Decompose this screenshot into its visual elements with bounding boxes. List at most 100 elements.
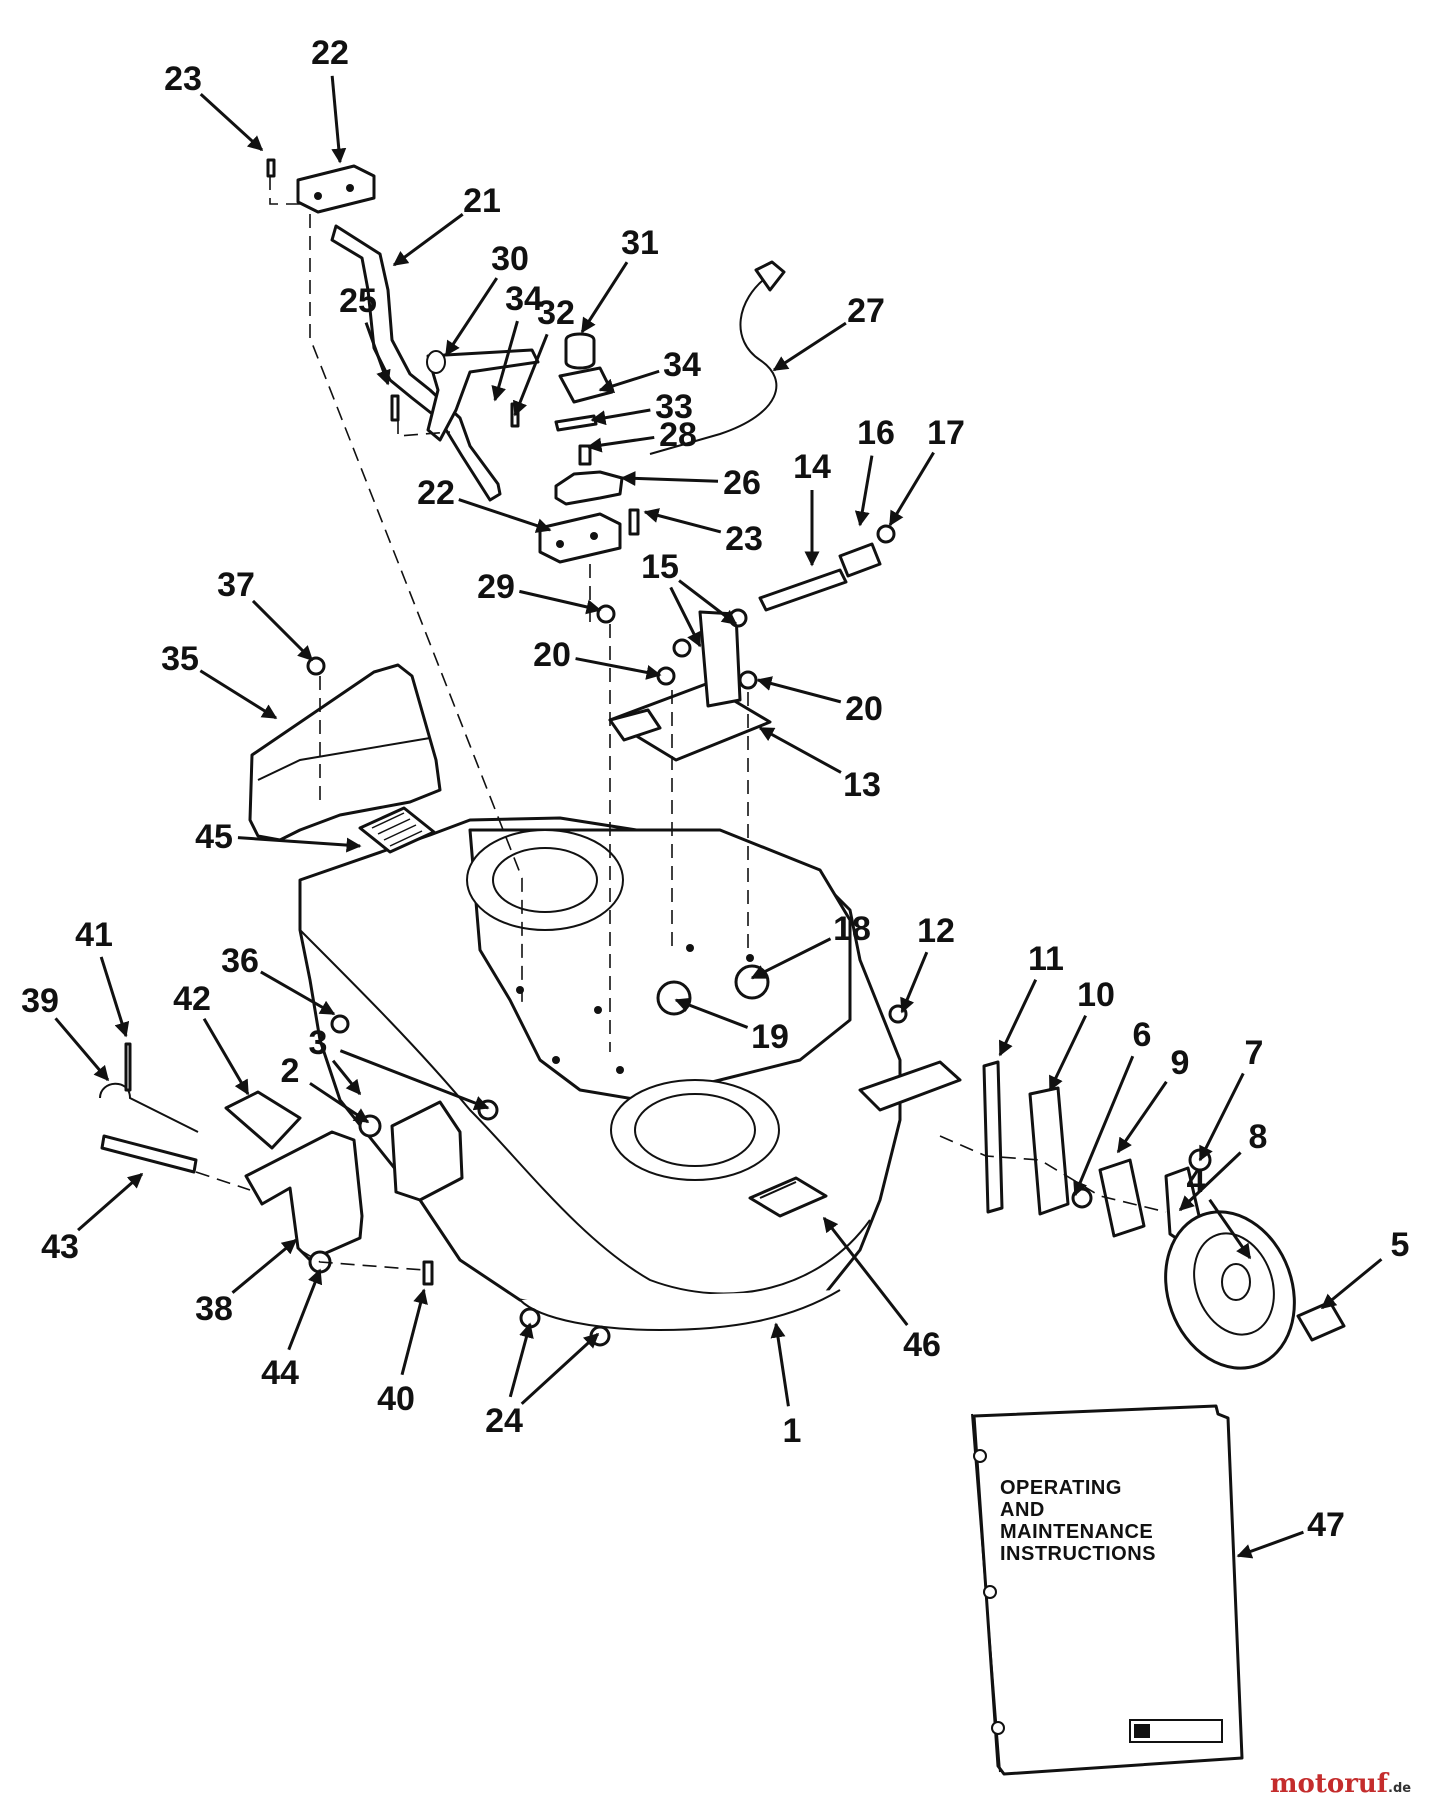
leader-arrow-43 xyxy=(77,1172,144,1232)
callout-33: 33 xyxy=(655,388,693,426)
callout-19: 19 xyxy=(751,1018,789,1056)
callout-8: 8 xyxy=(1249,1118,1268,1156)
leader-arrow-15-2 xyxy=(678,579,738,626)
wheel-bracket-9 xyxy=(1098,1158,1146,1238)
watermark-tld: .de xyxy=(1388,1781,1411,1796)
callout-23: 23 xyxy=(164,60,202,98)
callout-46: 46 xyxy=(903,1326,941,1364)
callout-21: 21 xyxy=(463,182,501,220)
pin-14 xyxy=(758,568,848,612)
leader-arrow-4 xyxy=(1208,1198,1252,1260)
nut-15-b xyxy=(728,608,748,628)
leader-arrow-9 xyxy=(1116,1080,1168,1154)
leader-arrow-22 xyxy=(330,75,347,164)
manual-logo-box xyxy=(1129,1719,1223,1743)
spring-40 xyxy=(422,1260,434,1286)
callout-17: 17 xyxy=(927,414,965,452)
mount-bracket-13 xyxy=(608,610,772,762)
callout-23: 23 xyxy=(725,520,763,558)
bracket-22-mid xyxy=(538,512,622,564)
leader-arrow-3-1 xyxy=(331,1059,362,1096)
decal-46 xyxy=(748,1176,828,1218)
callout-43: 43 xyxy=(41,1228,79,1266)
spacer-16 xyxy=(838,542,882,578)
callout-29: 29 xyxy=(477,568,515,606)
screw-23 xyxy=(266,158,276,178)
callout-27: 27 xyxy=(847,292,885,330)
leader-arrow-2 xyxy=(309,1082,370,1124)
callout-44: 44 xyxy=(261,1354,299,1392)
decal-45 xyxy=(358,806,436,854)
callout-15: 15 xyxy=(641,548,679,586)
callout-7: 7 xyxy=(1245,1034,1264,1072)
callout-28: 28 xyxy=(659,416,697,454)
leader-arrow-6 xyxy=(1073,1055,1135,1197)
bolt-33 xyxy=(554,414,598,432)
leader-arrow-30 xyxy=(444,277,499,357)
leader-arrow-18 xyxy=(750,937,832,980)
callout-18: 18 xyxy=(833,910,871,948)
leader-arrow-36 xyxy=(260,970,336,1016)
leader-arrow-3-2 xyxy=(339,1049,490,1111)
leader-arrow-16 xyxy=(854,455,874,527)
callout-3: 3 xyxy=(309,1024,328,1062)
callout-47: 47 xyxy=(1307,1506,1345,1544)
leader-arrow-11 xyxy=(998,979,1038,1057)
leader-arrow-35 xyxy=(199,669,278,720)
callout-13: 13 xyxy=(843,766,881,804)
callout-22: 22 xyxy=(417,474,455,512)
callout-26: 26 xyxy=(723,464,761,502)
leader-arrow-7 xyxy=(1198,1072,1245,1162)
wheel-4 xyxy=(1164,1210,1296,1370)
leader-arrow-8 xyxy=(1178,1151,1242,1212)
nut-36 xyxy=(330,1014,350,1034)
callout-45: 45 xyxy=(195,818,233,856)
callout-37: 37 xyxy=(217,566,255,604)
callout-20: 20 xyxy=(845,690,883,728)
callout-31: 31 xyxy=(621,224,659,262)
leader-arrow-13 xyxy=(758,726,842,774)
manual-title-line4: INSTRUCTIONS xyxy=(1000,1543,1156,1565)
lift-handle xyxy=(330,224,502,502)
leader-arrow-22 xyxy=(458,498,552,533)
callout-11: 11 xyxy=(1028,940,1064,978)
callout-5: 5 xyxy=(1391,1226,1410,1264)
leader-arrow-21 xyxy=(392,213,464,267)
watermark: motoruf.de xyxy=(1270,1769,1411,1799)
belt-shield xyxy=(248,663,442,842)
leader-arrow-32 xyxy=(513,333,549,417)
manual-title-line1: OPERATING xyxy=(1000,1477,1122,1499)
leader-arrow-10 xyxy=(1048,1014,1087,1092)
leader-arrow-33 xyxy=(590,408,651,426)
operators-manual-47: OPERATING AND MAINTENANCE INSTRUCTIONS xyxy=(971,1404,1244,1776)
pivot-bracket-30 xyxy=(426,348,540,442)
leader-arrow-46 xyxy=(822,1216,909,1326)
plate-34 xyxy=(558,366,614,404)
manual-title-line3: MAINTENANCE xyxy=(1000,1521,1153,1543)
leader-arrow-29 xyxy=(519,589,602,615)
callout-14: 14 xyxy=(793,448,831,486)
knob-31 xyxy=(564,332,596,370)
leader-arrow-42 xyxy=(202,1017,250,1096)
leader-arrow-28 xyxy=(586,435,655,453)
nut-3 xyxy=(477,1099,499,1121)
callout-24: 24 xyxy=(485,1402,523,1440)
nut-17 xyxy=(876,524,896,544)
callout-36: 36 xyxy=(221,942,259,980)
leader-arrow-25 xyxy=(364,322,391,386)
washer-19 xyxy=(656,980,692,1016)
leader-arrow-26 xyxy=(620,470,719,486)
leader-arrow-20 xyxy=(756,676,842,704)
leader-arrow-19 xyxy=(674,997,749,1029)
leader-arrow-41 xyxy=(99,956,130,1038)
callout-4: 4 xyxy=(1187,1162,1206,1200)
nut-29 xyxy=(596,604,616,624)
wheel-bolt-5 xyxy=(1296,1300,1346,1342)
leader-arrow-38 xyxy=(231,1238,298,1294)
callout-20: 20 xyxy=(533,636,571,674)
leader-arrow-23 xyxy=(199,93,264,152)
leader-arrow-24-2 xyxy=(520,1332,600,1405)
leader-arrow-39 xyxy=(54,1017,110,1082)
leader-arrow-27 xyxy=(772,321,847,372)
